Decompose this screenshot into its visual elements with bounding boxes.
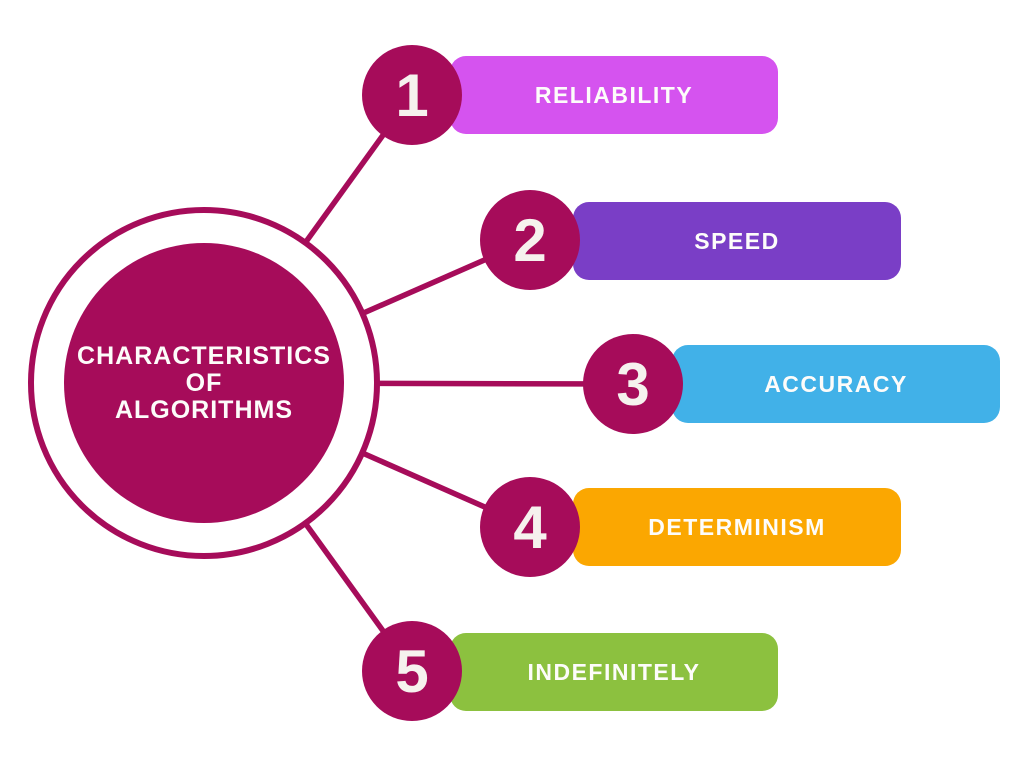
pill-accuracy: ACCURACY xyxy=(672,345,1000,423)
pill-determinism: DETERMINISM xyxy=(573,488,901,566)
pill-speed-label: SPEED xyxy=(694,227,780,254)
number-badge-5: 5 xyxy=(362,621,462,721)
pill-reliability-label: RELIABILITY xyxy=(534,81,694,108)
pill-reliability: RELIABILITY xyxy=(450,56,778,134)
center-circle-fill xyxy=(64,243,344,523)
number-badge-1: 1 xyxy=(362,45,462,145)
center-title-line-3: ALGORITHMS xyxy=(114,395,294,424)
center-title-line-2: OF xyxy=(185,368,223,397)
pill-determinism-label: DETERMINISM xyxy=(648,513,826,540)
number-badge-3-value: 3 xyxy=(616,350,650,418)
pill-indefinitely: INDEFINITELY xyxy=(450,633,778,711)
number-badge-4: 4 xyxy=(480,477,580,577)
number-badge-2-value: 2 xyxy=(513,206,547,274)
number-badge-1-value: 1 xyxy=(395,61,429,129)
pill-speed: SPEED xyxy=(573,202,901,280)
number-badge-5-value: 5 xyxy=(395,637,429,705)
number-badge-3: 3 xyxy=(583,334,683,434)
center-title-line-1: CHARACTERISTICS xyxy=(77,341,331,370)
center-title: CHARACTERISTICS OF ALGORITHMS xyxy=(64,243,344,523)
pill-indefinitely-label: INDEFINITELY xyxy=(527,658,701,685)
number-badge-4-value: 4 xyxy=(513,493,547,561)
number-badge-2: 2 xyxy=(480,190,580,290)
pill-accuracy-label: ACCURACY xyxy=(764,370,908,397)
